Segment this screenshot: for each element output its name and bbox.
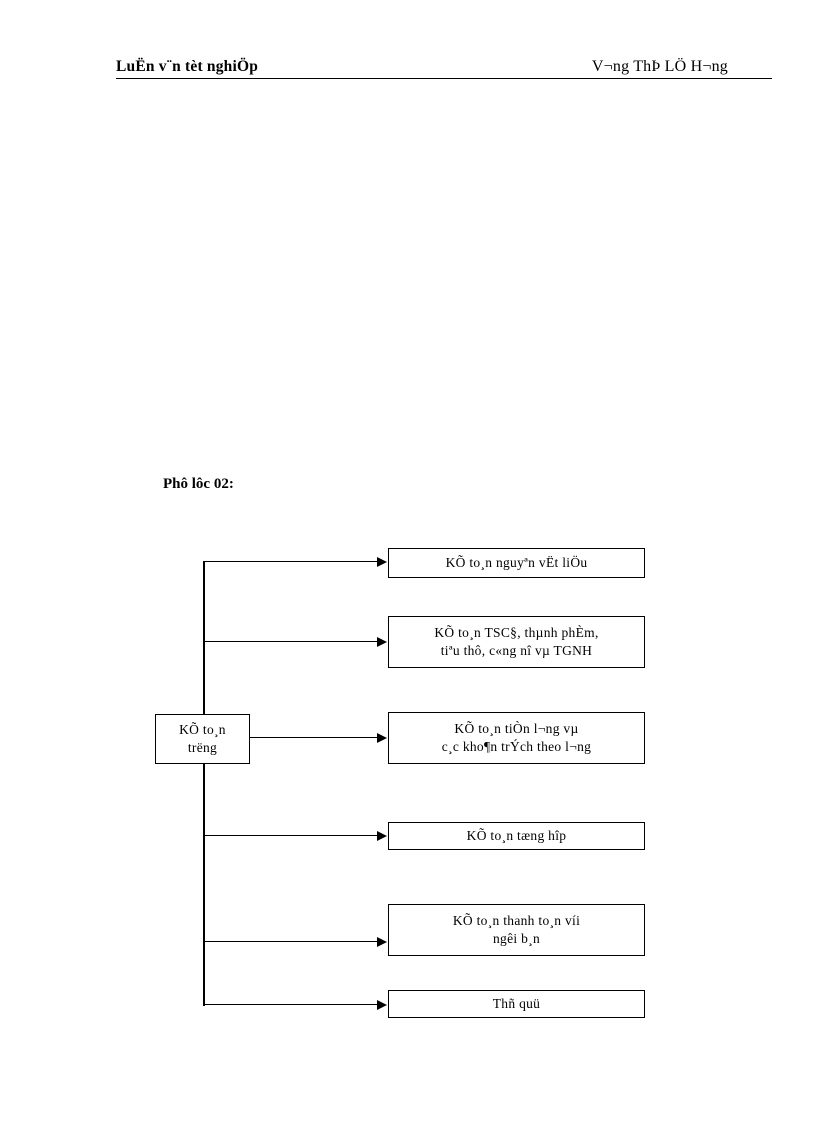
arrow-head-2 <box>377 637 387 647</box>
header-right-text: V¬ng ThÞ LÖ H¬ng <box>591 58 728 75</box>
node-line-1: KÕ to¸n TSC§, thµnh phÈm, <box>434 624 599 640</box>
node-line-2: tiªu thô, c«ng nî vµ TGNH <box>440 643 593 658</box>
header-left-text: LuËn v¨n tèt nghiÖp <box>116 58 259 75</box>
arrow-head-5 <box>377 937 387 947</box>
node-ke-toan-tong-hop[interactable]: KÕ to¸n tæng hîp <box>388 822 645 850</box>
node-line-2: ngêi b¸n <box>492 931 540 946</box>
branch-line-2 <box>203 641 377 643</box>
node-ke-toan-tscd[interactable]: KÕ to¸n TSC§, thµnh phÈm, tiªu thô, c«ng… <box>388 616 645 668</box>
node-ke-toan-tien-luong[interactable]: KÕ to¸n tiÒn l¬ng vµ c¸c kho¶n trÝch the… <box>388 712 645 764</box>
node-ke-toan-nguyen-vat-lieu[interactable]: KÕ to¸n nguyªn vËt liÖu <box>388 548 645 578</box>
node-line-1: KÕ to¸n tæng hîp <box>466 827 567 843</box>
appendix-caption: Phô lôc 02: <box>163 476 234 492</box>
node-line-2: c¸c kho¶n trÝch theo l¬ng <box>441 739 592 754</box>
node-line-1: KÕ to¸n <box>179 721 226 737</box>
arrow-head-1 <box>377 557 387 567</box>
arrow-head-6 <box>377 1000 387 1010</box>
node-line-1: KÕ to¸n thanh to¸n víi <box>452 912 581 928</box>
branch-line-6 <box>203 1004 377 1006</box>
node-line-2: trëng <box>187 740 218 755</box>
branch-line-4 <box>203 835 377 837</box>
page-header: LuËn v¨n tèt nghiÖp V¬ng ThÞ LÖ H¬ng <box>116 48 772 79</box>
node-thu-quy[interactable]: Thñ quü <box>388 990 645 1018</box>
node-line-1: KÕ to¸n nguyªn vËt liÖu <box>445 554 588 570</box>
node-line-1: Thñ quü <box>492 995 541 1011</box>
node-ke-toan-thanh-toan[interactable]: KÕ to¸n thanh to¸n víi ngêi b¸n <box>388 904 645 956</box>
node-line-1: KÕ to¸n tiÒn l¬ng vµ <box>454 720 579 736</box>
branch-line-3 <box>250 737 377 739</box>
arrow-head-3 <box>377 733 387 743</box>
arrow-head-4 <box>377 831 387 841</box>
trunk-line <box>203 562 205 1006</box>
node-ke-toan-truong[interactable]: KÕ to¸n trëng <box>155 714 250 764</box>
branch-line-5 <box>203 941 377 943</box>
branch-line-1 <box>203 561 377 563</box>
